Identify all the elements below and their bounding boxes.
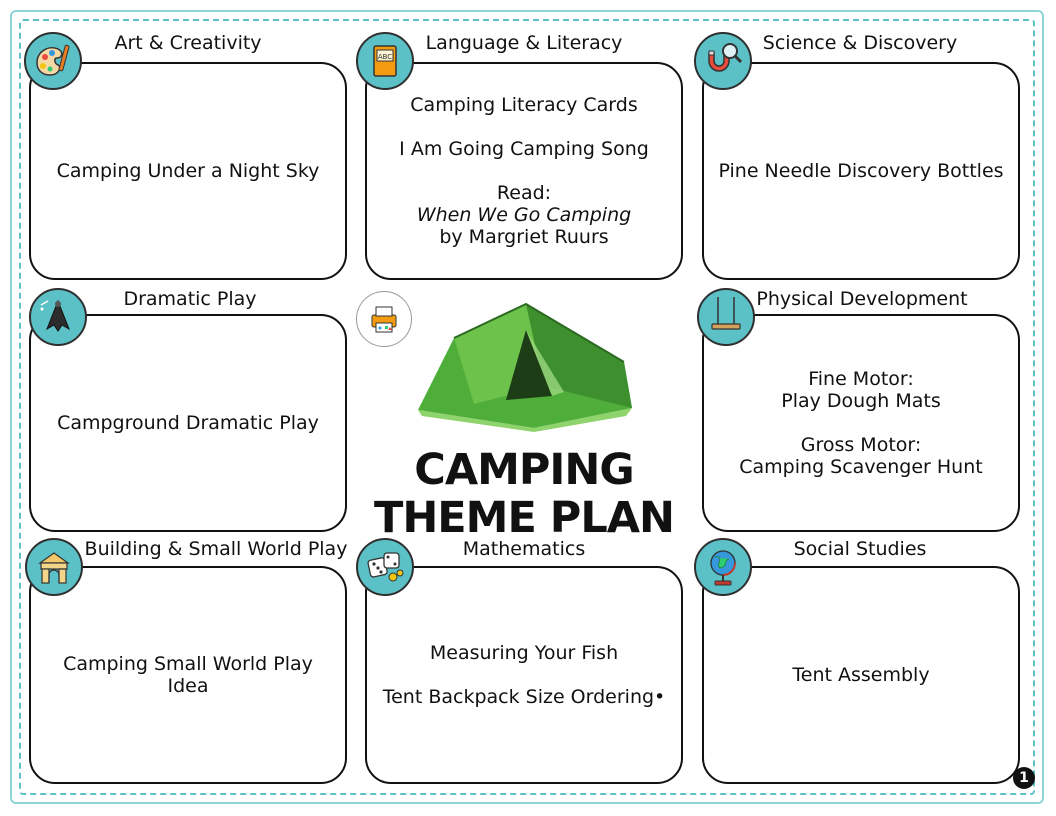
- language-item-1: Camping Literacy Cards: [410, 94, 638, 116]
- center-title-line-2: THEME PLAN: [373, 493, 675, 543]
- dramatic-item: Campground Dramatic Play: [57, 412, 319, 434]
- read-label: Read:: [496, 182, 552, 204]
- math-item-1: Measuring Your Fish: [429, 642, 619, 664]
- dice-icon: [356, 538, 414, 596]
- globe-icon: [694, 538, 752, 596]
- language-title: Language & Literacy: [425, 32, 623, 54]
- book-author: by Margriet Ruurs: [439, 226, 609, 248]
- building-title: Building & Small World Play: [84, 538, 348, 560]
- science-box: Pine Needle Discovery Bottles: [702, 62, 1020, 280]
- language-item-2: I Am Going Camping Song: [399, 138, 649, 160]
- math-box: Measuring Your Fish Tent Backpack Size O…: [365, 566, 683, 784]
- social-item: Tent Assembly: [792, 664, 930, 686]
- abc-book-icon: ABC: [356, 32, 414, 90]
- tent-icon: [414, 300, 636, 432]
- science-title: Science & Discovery: [762, 32, 958, 54]
- blocks-icon: [25, 538, 83, 596]
- center-title-line-1: CAMPING: [414, 445, 634, 495]
- dashed-border: [19, 19, 1035, 795]
- science-item: Pine Needle Discovery Bottles: [718, 160, 1004, 182]
- page-border: [10, 10, 1044, 804]
- cape-icon: [29, 288, 87, 346]
- art-box: Camping Under a Night Sky: [29, 62, 347, 280]
- book-title: When We Go Camping: [416, 204, 632, 226]
- art-item: Camping Under a Night Sky: [56, 160, 320, 182]
- building-box: Camping Small World Play Idea: [29, 566, 347, 784]
- building-item-line-2: Idea: [167, 675, 209, 697]
- math-title: Mathematics: [462, 538, 586, 560]
- magnet-magnifier-icon: [694, 32, 752, 90]
- art-title: Art & Creativity: [114, 32, 262, 54]
- dramatic-box: Campground Dramatic Play: [29, 314, 347, 532]
- gross-motor-label: Gross Motor:: [800, 434, 922, 456]
- social-box: Tent Assembly: [702, 566, 1020, 784]
- fine-motor-item: Play Dough Mats: [781, 390, 941, 412]
- swing-icon: [697, 288, 755, 346]
- building-item-line-1: Camping Small World Play: [63, 653, 313, 675]
- gross-motor-item: Camping Scavenger Hunt: [739, 456, 983, 478]
- page-number: 1: [1013, 767, 1035, 789]
- svg-text:ABC: ABC: [378, 53, 392, 61]
- physical-box: Fine Motor: Play Dough Mats Gross Motor:…: [702, 314, 1020, 532]
- social-title: Social Studies: [793, 538, 927, 560]
- dramatic-title: Dramatic Play: [123, 288, 257, 310]
- center-title: CAMPING THEME PLAN: [372, 446, 676, 542]
- palette-icon: [24, 32, 82, 90]
- printer-logo-icon: [356, 291, 412, 347]
- physical-title: Physical Development: [756, 288, 968, 310]
- math-item-2: Tent Backpack Size Ordering•: [382, 686, 666, 708]
- fine-motor-label: Fine Motor:: [808, 368, 914, 390]
- language-box: Camping Literacy Cards I Am Going Campin…: [365, 62, 683, 280]
